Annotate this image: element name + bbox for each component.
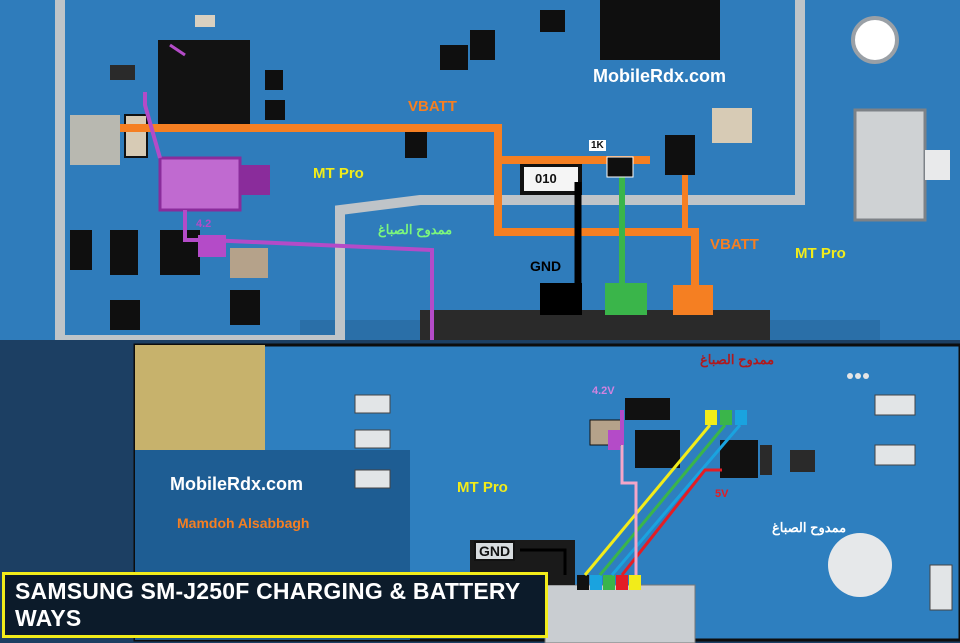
purple-pad	[198, 235, 226, 257]
label-gnd-bottom: GND	[474, 541, 516, 561]
yellow-wire	[583, 424, 712, 576]
component	[470, 30, 495, 60]
component	[230, 290, 260, 325]
via	[863, 373, 869, 379]
component	[635, 430, 680, 468]
label-gnd-top: GND	[530, 258, 562, 274]
pad-green	[720, 410, 732, 425]
usb-pin-id	[629, 575, 641, 590]
label-volt-top: 4.2	[196, 218, 212, 230]
component	[405, 130, 427, 158]
component	[110, 300, 140, 330]
watermark-author-latin: Mamdoh Alsabbagh	[177, 515, 310, 531]
usb-pin-dm	[603, 575, 615, 590]
component	[230, 248, 268, 278]
component	[760, 445, 772, 475]
via	[855, 373, 861, 379]
label-mtpro-2: MT Pro	[795, 245, 846, 262]
label-volt-mid: 4.2V	[592, 385, 615, 397]
watermark-site-top: MobileRdx.com	[593, 66, 727, 86]
gnd-pad	[540, 283, 582, 315]
component	[110, 65, 135, 80]
usb-pin-gnd	[577, 575, 589, 590]
purple-pad	[608, 430, 620, 450]
gnd-wire	[520, 548, 567, 575]
green-pad	[605, 283, 647, 315]
component	[600, 0, 720, 60]
component	[124, 114, 148, 158]
capacitor	[712, 108, 752, 143]
usb-pin-dp	[590, 575, 602, 590]
watermark-arabic-2: ممدوح الصباغ	[700, 352, 775, 367]
resistor-1k	[606, 156, 634, 178]
label-volt-5v: 5V	[715, 488, 729, 500]
purple-trace	[143, 92, 162, 159]
gold-plate	[135, 345, 265, 455]
pink-wire	[620, 445, 638, 575]
component	[354, 394, 391, 414]
mount-hole-bottom	[828, 533, 892, 597]
charge-ic-pad	[240, 165, 270, 195]
label-mtpro-1: MT Pro	[313, 165, 364, 182]
chip-marking: 010	[535, 171, 557, 186]
component	[874, 394, 916, 416]
side-switch	[853, 108, 927, 222]
page-title: SAMSUNG SM-J250F CHARGING & BATTERY WAYS	[15, 578, 520, 631]
watermark-arabic-3: ممدوح الصباغ	[772, 520, 847, 535]
mount-hole-top	[851, 16, 899, 64]
usb-port	[544, 584, 696, 643]
component	[354, 469, 391, 489]
diode	[625, 398, 670, 420]
vbatt-trace	[120, 124, 699, 290]
ic-small	[720, 440, 758, 478]
purple-trace	[169, 43, 186, 57]
component	[540, 10, 565, 32]
pad-yellow	[705, 410, 717, 425]
main-ic	[158, 40, 250, 128]
watermark-site-bottom: MobileRdx.com	[170, 474, 304, 494]
blue-wire	[610, 424, 742, 576]
side-switch-knob	[925, 150, 950, 180]
component	[70, 230, 92, 270]
component	[160, 230, 200, 275]
component	[440, 45, 468, 70]
label-vbatt-right: VBATT	[710, 236, 759, 253]
component	[195, 15, 215, 27]
vbatt-trace-branch	[494, 128, 650, 164]
label-vbatt-top: VBATT	[408, 98, 457, 115]
component	[265, 100, 285, 120]
component	[790, 450, 815, 472]
vbatt-pad	[673, 285, 713, 315]
usb-pin-vbus	[616, 575, 628, 590]
inductor	[70, 115, 120, 165]
watermark-arabic-1: ممدوح الصباغ	[378, 222, 453, 237]
component	[354, 429, 391, 449]
charge-ic	[158, 156, 242, 212]
title-banner: SAMSUNG SM-J250F CHARGING & BATTERY WAYS	[2, 572, 548, 638]
label-mtpro-3: MT Pro	[457, 479, 508, 496]
chip-010	[520, 163, 582, 195]
green-wire	[598, 424, 727, 576]
via	[847, 373, 853, 379]
component	[110, 230, 138, 275]
red-wire	[620, 468, 722, 576]
pad-blue	[735, 410, 747, 425]
label-resistor-1k: 1K	[589, 140, 606, 151]
component	[265, 70, 283, 90]
component	[665, 135, 695, 175]
component	[929, 564, 953, 611]
component	[874, 444, 916, 466]
